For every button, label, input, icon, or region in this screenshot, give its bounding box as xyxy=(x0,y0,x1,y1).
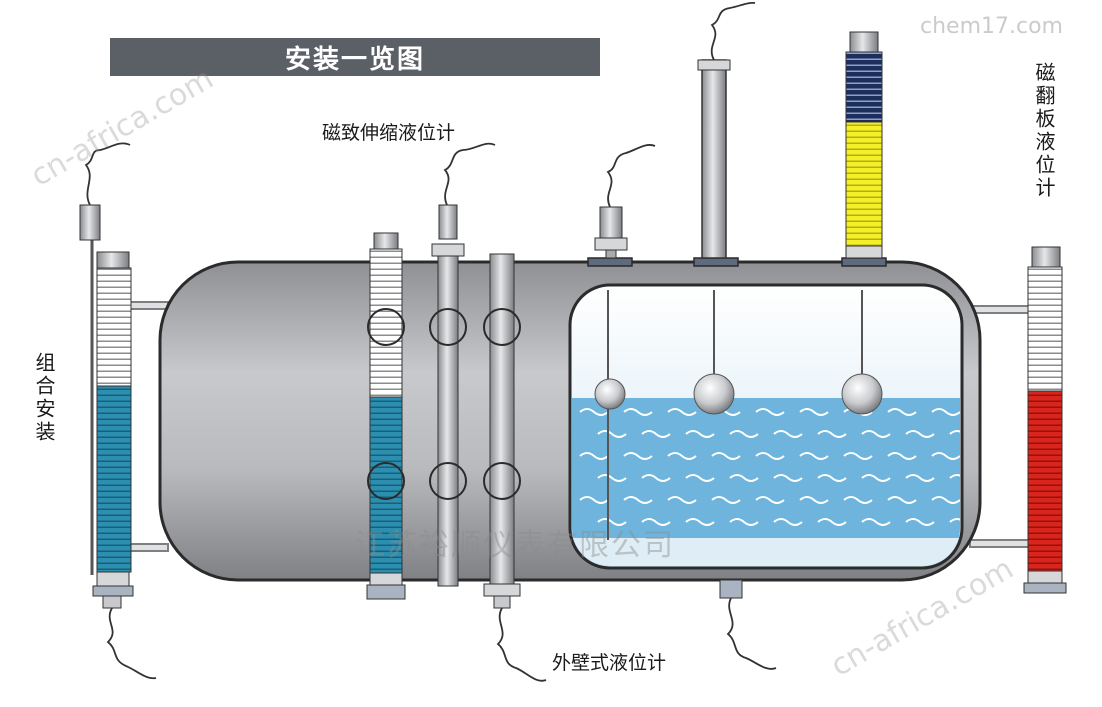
wave-mark xyxy=(905,518,935,526)
connector-icon xyxy=(719,579,743,599)
wave-mark xyxy=(861,474,891,482)
wave-mark xyxy=(931,408,960,416)
wave-mark xyxy=(773,474,803,482)
wave-mark xyxy=(667,452,697,460)
label-magnetic-flap: 磁翻板液位计 xyxy=(1032,62,1056,200)
wave-mark xyxy=(597,518,627,526)
top-switch xyxy=(594,206,628,259)
float-ball-icon xyxy=(693,373,735,415)
wave-mark xyxy=(729,430,759,438)
wave-mark xyxy=(949,474,960,482)
wave-mark xyxy=(887,496,917,504)
wave-mark xyxy=(641,430,671,438)
watermark-top-right: chem17.com xyxy=(920,14,1063,39)
wave-mark xyxy=(931,452,960,460)
wave-mark xyxy=(623,452,653,460)
top-flap-gauge xyxy=(845,31,883,259)
wave-mark xyxy=(843,452,873,460)
wave-mark xyxy=(711,496,741,504)
wave-mark xyxy=(711,452,741,460)
wave-mark xyxy=(861,518,891,526)
label-combined: 组合安装 xyxy=(32,352,56,444)
right-flap-gauge xyxy=(1023,246,1067,594)
wave-mark xyxy=(773,430,803,438)
left-combined-gauge xyxy=(79,204,134,609)
wave-mark xyxy=(861,430,891,438)
cable-icon xyxy=(84,1,777,682)
wave-mark xyxy=(641,518,671,526)
float-ball-icon xyxy=(594,378,626,410)
wave-mark xyxy=(685,518,715,526)
wave-mark xyxy=(623,496,653,504)
wave-mark xyxy=(817,518,847,526)
tank-cutaway xyxy=(568,283,964,570)
wave-mark xyxy=(817,430,847,438)
label-external-wall: 外壁式液位计 xyxy=(552,652,667,674)
magnetostrictive-gauge xyxy=(431,204,465,587)
wave-mark xyxy=(905,430,935,438)
wave-mark xyxy=(799,496,829,504)
wave-mark xyxy=(597,474,627,482)
title-bar: 安装一览图 xyxy=(110,38,600,76)
wave-mark xyxy=(755,452,785,460)
page-title: 安装一览图 xyxy=(284,44,425,75)
wave-mark xyxy=(799,452,829,460)
wave-mark xyxy=(729,474,759,482)
wave-mark xyxy=(905,474,935,482)
watermark-center: 江苏裕顺仪表有限公司 xyxy=(355,528,675,563)
water-waves xyxy=(579,408,960,526)
wave-mark xyxy=(843,496,873,504)
wave-mark xyxy=(623,408,653,416)
wave-mark xyxy=(887,408,917,416)
middle-flap-gauge xyxy=(366,232,406,600)
wave-mark xyxy=(729,518,759,526)
wave-mark xyxy=(755,496,785,504)
float-ball-icon xyxy=(841,373,883,415)
wave-mark xyxy=(949,430,960,438)
label-magnetostrictive: 磁致伸缩液位计 xyxy=(322,122,456,144)
wave-mark xyxy=(597,430,627,438)
wave-mark xyxy=(755,408,785,416)
wave-mark xyxy=(641,474,671,482)
wave-mark xyxy=(667,496,697,504)
wave-mark xyxy=(887,452,917,460)
wave-mark xyxy=(685,430,715,438)
tank-ports xyxy=(367,308,521,500)
wave-mark xyxy=(949,518,960,526)
flange-icon xyxy=(587,257,887,267)
top-guide-tube xyxy=(697,59,731,259)
wave-mark xyxy=(685,474,715,482)
wave-mark xyxy=(667,408,697,416)
wave-mark xyxy=(579,408,609,416)
wave-mark xyxy=(799,408,829,416)
wave-mark xyxy=(579,452,609,460)
wave-mark xyxy=(817,474,847,482)
wave-mark xyxy=(579,496,609,504)
wave-mark xyxy=(931,496,960,504)
wave-mark xyxy=(773,518,803,526)
